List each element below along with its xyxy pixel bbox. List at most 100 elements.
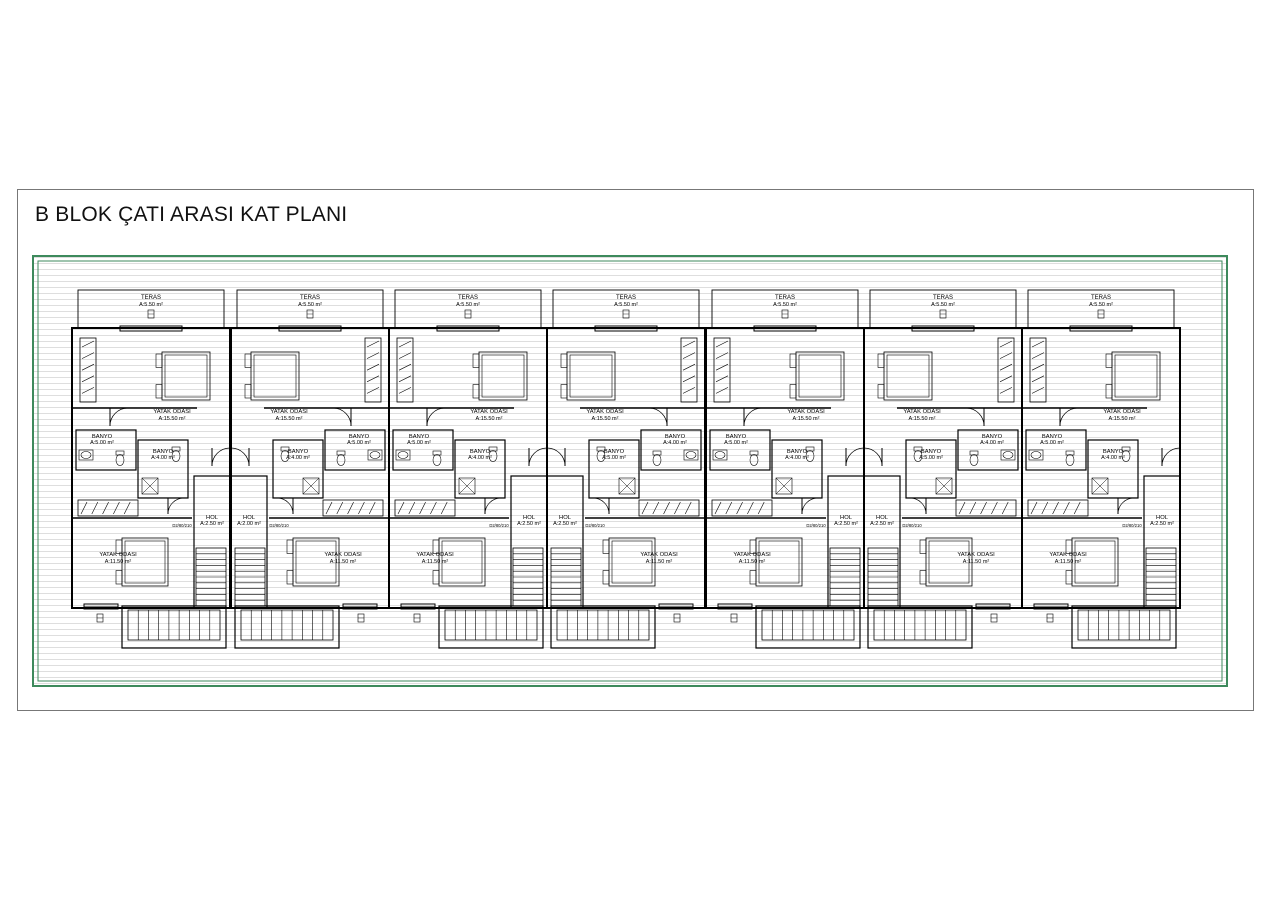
wardrobe-frame <box>396 337 414 403</box>
door-swing-arc <box>863 447 883 467</box>
small-bedroom-label: YATAK ODASI <box>640 552 678 558</box>
small-bedroom-section-tag <box>96 613 104 623</box>
toilet-tank <box>969 450 979 456</box>
wardrobe-hanger <box>366 340 380 348</box>
main-bedroom-area: A:15.50 m² <box>909 416 936 422</box>
bath2-door <box>801 497 819 515</box>
shower-diagonal <box>302 477 320 495</box>
wardrobe-hanger <box>1001 501 1009 515</box>
main-bedroom-bed <box>472 351 528 401</box>
bath1-label: BANYO <box>409 434 430 440</box>
wardrobe-hanger <box>715 352 729 359</box>
bed-mattress <box>1114 354 1158 398</box>
bath2-toilet <box>171 446 181 462</box>
wardrobe-hanger <box>999 352 1013 359</box>
stair-outline <box>240 609 334 641</box>
toilet-bowl <box>913 450 923 462</box>
main-bedroom-wardrobe <box>680 337 698 403</box>
small-bedroom-label: YATAK ODASI <box>1049 552 1087 558</box>
small-bedroom-section-tag <box>413 613 421 623</box>
door-swing-arc <box>426 407 446 427</box>
sink-counter <box>683 449 699 461</box>
shower-diagonal <box>1091 477 1109 495</box>
bath1-room <box>324 429 386 471</box>
hall-label: HOL <box>876 515 889 521</box>
shower-tray <box>935 477 953 495</box>
bath1-area: A:5.00 m² <box>407 440 431 446</box>
bath1-door <box>1059 407 1079 427</box>
nightstand <box>919 570 927 585</box>
bed-frame <box>755 537 803 587</box>
lower-stair-landing <box>755 605 861 649</box>
small-bedroom-window <box>342 603 378 610</box>
hall-area: A:2.50 m² <box>870 521 894 527</box>
wardrobe-hanger <box>1031 375 1045 383</box>
wardrobe-hanger <box>684 501 692 515</box>
bath1-sink <box>683 449 699 461</box>
bath1-toilet <box>652 450 662 466</box>
door-swing-arc <box>528 447 548 467</box>
small-bedroom-window <box>658 603 694 610</box>
bath1-room <box>709 429 771 471</box>
hall-area: A:2.50 m² <box>200 521 224 527</box>
small-bedroom-bed <box>919 537 973 587</box>
small-bedroom-wardrobe <box>77 499 139 517</box>
bed-frame <box>292 537 340 587</box>
main-bedroom-area: A:15.50 m² <box>476 416 503 422</box>
toilet-tank <box>749 450 759 456</box>
bath2-shower <box>302 477 320 495</box>
hall-room <box>230 475 268 609</box>
bath1-area: A:5.00 m² <box>347 440 371 446</box>
nightstand <box>286 539 294 554</box>
bath1-area: A:5.00 m² <box>90 440 114 446</box>
small-bedroom-bed <box>602 537 656 587</box>
bath2-door <box>592 497 610 515</box>
bath2-area: A:4.00 m² <box>785 455 809 461</box>
door-tag: D2/80/210 <box>489 523 509 528</box>
wardrobe-hanger <box>366 363 380 371</box>
hall-door <box>528 447 548 467</box>
toilet-tank <box>171 446 181 452</box>
lower-stair-landing <box>234 605 340 649</box>
terrace-section-tag <box>622 309 630 319</box>
small-bedroom-label: YATAK ODASI <box>957 552 995 558</box>
bath1-label: BANYO <box>982 434 1003 440</box>
bed-frame <box>1071 537 1119 587</box>
main-bedroom-label: YATAK ODASI <box>470 409 508 415</box>
bath2-toilet <box>488 446 498 462</box>
hall-room <box>863 475 901 609</box>
shower-diagonal <box>935 477 953 495</box>
wardrobe-frame <box>394 499 456 517</box>
nightstand <box>155 384 163 399</box>
main-bedroom-area: A:15.50 m² <box>793 416 820 422</box>
terrace-section-tag <box>781 309 789 319</box>
wardrobe-hanger <box>398 340 412 348</box>
main-bedroom-bed <box>789 351 845 401</box>
wardrobe-hanger <box>747 501 754 515</box>
terrace-label: TERAS <box>1091 295 1111 301</box>
door-swing-arc <box>909 497 927 515</box>
bed-frame <box>478 351 528 401</box>
shower-tray <box>618 477 636 495</box>
door-swing-arc <box>332 407 352 427</box>
wardrobe-hanger <box>80 501 88 515</box>
sink-counter <box>395 449 411 461</box>
sink-basin <box>1002 451 1014 459</box>
bath2-area: A:5.00 m² <box>602 455 626 461</box>
stair-outline <box>761 609 855 641</box>
nightstand <box>432 570 440 585</box>
bath1-room <box>392 429 454 471</box>
door-swing-arc <box>965 407 985 427</box>
nightstand <box>1065 539 1073 554</box>
small-bedroom-wardrobe <box>638 499 700 517</box>
toilet-tank <box>1065 450 1075 456</box>
nightstand <box>560 384 568 399</box>
bath2-toilet <box>805 446 815 462</box>
door-swing-arc <box>230 447 250 467</box>
nightstand <box>789 353 797 368</box>
wardrobe-hanger <box>81 387 95 394</box>
bath1-room <box>957 429 1019 471</box>
hall-stairs <box>867 547 899 607</box>
terrace-label: TERAS <box>933 295 953 301</box>
toilet-tank <box>913 446 923 452</box>
